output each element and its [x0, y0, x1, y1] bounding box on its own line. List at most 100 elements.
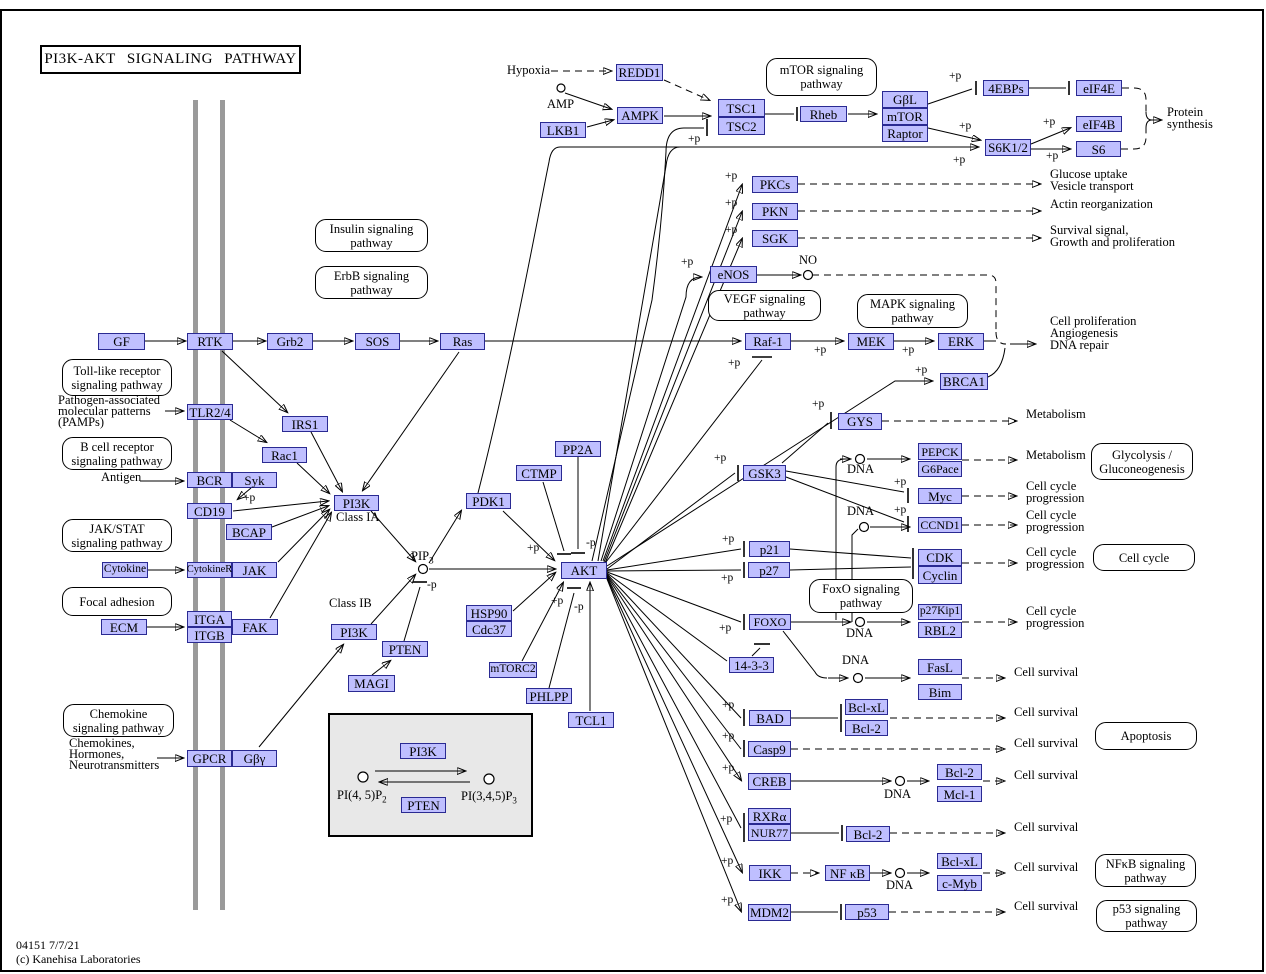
- gene-cytokine[interactable]: Cytokine: [102, 562, 148, 578]
- gene-akt[interactable]: AKT: [561, 562, 607, 579]
- gene-rac1[interactable]: Rac1: [262, 447, 307, 463]
- gene-bcl-2[interactable]: Bcl-2: [937, 764, 982, 780]
- gene-rheb[interactable]: Rheb: [800, 106, 847, 122]
- gene-mtor[interactable]: mTOR: [882, 108, 928, 125]
- gene-bcap[interactable]: BCAP: [226, 524, 272, 540]
- gene-bim[interactable]: Bim: [918, 684, 962, 700]
- gene-mdm2[interactable]: MDM2: [748, 904, 791, 921]
- gene-pi3k[interactable]: PI3K: [334, 495, 379, 511]
- gene-pkn[interactable]: PKN: [752, 203, 798, 220]
- gene-creb[interactable]: CREB: [748, 773, 791, 790]
- gene-g[interactable]: Gβγ: [232, 750, 277, 767]
- gene-cyclin[interactable]: Cyclin: [918, 566, 962, 584]
- gene-pdk1[interactable]: PDK1: [466, 493, 511, 509]
- gene-s6[interactable]: S6: [1076, 141, 1121, 157]
- gene-erk[interactable]: ERK: [938, 333, 984, 350]
- gene-cdk[interactable]: CDK: [918, 549, 962, 566]
- gene-ctmp[interactable]: CTMP: [516, 465, 562, 481]
- gene-ccnd1[interactable]: CCND1: [918, 517, 962, 533]
- gene-ikk[interactable]: IKK: [749, 865, 791, 881]
- gene-bcr[interactable]: BCR: [187, 472, 232, 488]
- gene-cd19[interactable]: CD19: [187, 503, 232, 519]
- gene-rbl2[interactable]: RBL2: [918, 622, 962, 638]
- gene-bcl-xl[interactable]: Bcl-xL: [845, 699, 888, 715]
- gene-rxr[interactable]: RXRα: [748, 808, 791, 824]
- gene-itgb[interactable]: ITGB: [187, 627, 232, 643]
- gene-sos[interactable]: SOS: [355, 333, 400, 350]
- gene-tcl1[interactable]: TCL1: [568, 712, 614, 728]
- gene-g-l[interactable]: GβL: [882, 91, 928, 108]
- gene-pten[interactable]: PTEN: [382, 641, 428, 657]
- gene-tsc1[interactable]: TSC1: [718, 99, 765, 117]
- gene-gf[interactable]: GF: [98, 333, 145, 350]
- pathway-box-focal-adhesion[interactable]: Focal adhesion: [62, 587, 172, 616]
- gene-g6pace[interactable]: G6Pace: [918, 461, 962, 477]
- gene-enos[interactable]: eNOS: [710, 266, 757, 283]
- gene-sgk[interactable]: SGK: [752, 230, 798, 247]
- gene-tsc2[interactable]: TSC2: [718, 117, 765, 135]
- gene-p27[interactable]: p27: [748, 562, 790, 578]
- gene-eif4b[interactable]: eIF4B: [1076, 116, 1122, 132]
- gene-phlpp[interactable]: PHLPP: [526, 688, 572, 704]
- pathway-box-glycolysis-gluconeogenesis[interactable]: Glycolysis /Gluconeogenesis: [1091, 443, 1193, 480]
- gene-14-3-3[interactable]: 14-3-3: [729, 657, 774, 673]
- gene-s6k1-2[interactable]: S6K1/2: [985, 139, 1031, 156]
- gene-brca1[interactable]: BRCA1: [940, 373, 988, 390]
- gene-pkcs[interactable]: PKCs: [752, 176, 798, 193]
- gene-pp2a[interactable]: PP2A: [555, 441, 601, 457]
- gene-p53[interactable]: p53: [845, 904, 889, 920]
- gene-grb2[interactable]: Grb2: [267, 333, 313, 350]
- gene-pten[interactable]: PTEN: [401, 797, 446, 813]
- gene-magi[interactable]: MAGI: [348, 675, 395, 692]
- gene-myc[interactable]: Myc: [918, 488, 962, 504]
- gene-c-myb[interactable]: c-Myb: [937, 875, 982, 891]
- gene-casp9[interactable]: Casp9: [748, 741, 791, 757]
- gene-pi3k[interactable]: PI3K: [331, 624, 377, 640]
- gene-redd1[interactable]: REDD1: [616, 64, 663, 81]
- gene-raptor[interactable]: Raptor: [882, 125, 928, 142]
- gene-itga[interactable]: ITGA: [187, 611, 232, 627]
- gene-raf-1[interactable]: Raf-1: [745, 333, 791, 350]
- pathway-box-cell-cycle[interactable]: Cell cycle: [1093, 544, 1195, 571]
- gene-4ebps[interactable]: 4EBPs: [983, 80, 1029, 96]
- gene-fasl[interactable]: FasL: [918, 659, 962, 675]
- gene-cytokiner[interactable]: CytokineR: [187, 562, 232, 578]
- gene-fak[interactable]: FAK: [232, 619, 278, 635]
- gene-bcl-2[interactable]: Bcl-2: [845, 720, 888, 736]
- gene-ras[interactable]: Ras: [440, 333, 485, 350]
- gene-bad[interactable]: BAD: [749, 710, 791, 726]
- gene-lkb1[interactable]: LKB1: [540, 122, 586, 138]
- gene-nf-b[interactable]: NF κB: [825, 865, 870, 881]
- gene-mtorc2[interactable]: mTORC2: [489, 662, 537, 678]
- gene-pi3k[interactable]: PI3K: [400, 743, 446, 759]
- gene-irs1[interactable]: IRS1: [282, 416, 328, 432]
- gene-rtk[interactable]: RTK: [187, 333, 233, 350]
- gene-mcl-1[interactable]: Mcl-1: [937, 786, 982, 802]
- gene-pepck[interactable]: PEPCK: [918, 443, 962, 460]
- gene-foxo[interactable]: FOXO: [749, 614, 791, 630]
- gene-p27kip1[interactable]: p27Kip1: [918, 604, 962, 620]
- gene-tlr2-4[interactable]: TLR2/4: [187, 404, 233, 420]
- gene-mek[interactable]: MEK: [848, 333, 894, 350]
- gene-ecm[interactable]: ECM: [101, 619, 147, 635]
- gene-gpcr[interactable]: GPCR: [187, 750, 232, 767]
- gene-hsp90[interactable]: HSP90: [466, 605, 512, 621]
- pathway-box-apoptosis[interactable]: Apoptosis: [1095, 722, 1197, 750]
- gene-syk[interactable]: Syk: [232, 472, 277, 488]
- gene-ampk[interactable]: AMPK: [617, 107, 663, 124]
- gene-gsk3[interactable]: GSK3: [743, 465, 786, 481]
- gene-bcl-2[interactable]: Bcl-2: [846, 826, 890, 842]
- gene-cdc37[interactable]: Cdc37: [466, 621, 512, 637]
- gene-gys[interactable]: GYS: [838, 413, 882, 430]
